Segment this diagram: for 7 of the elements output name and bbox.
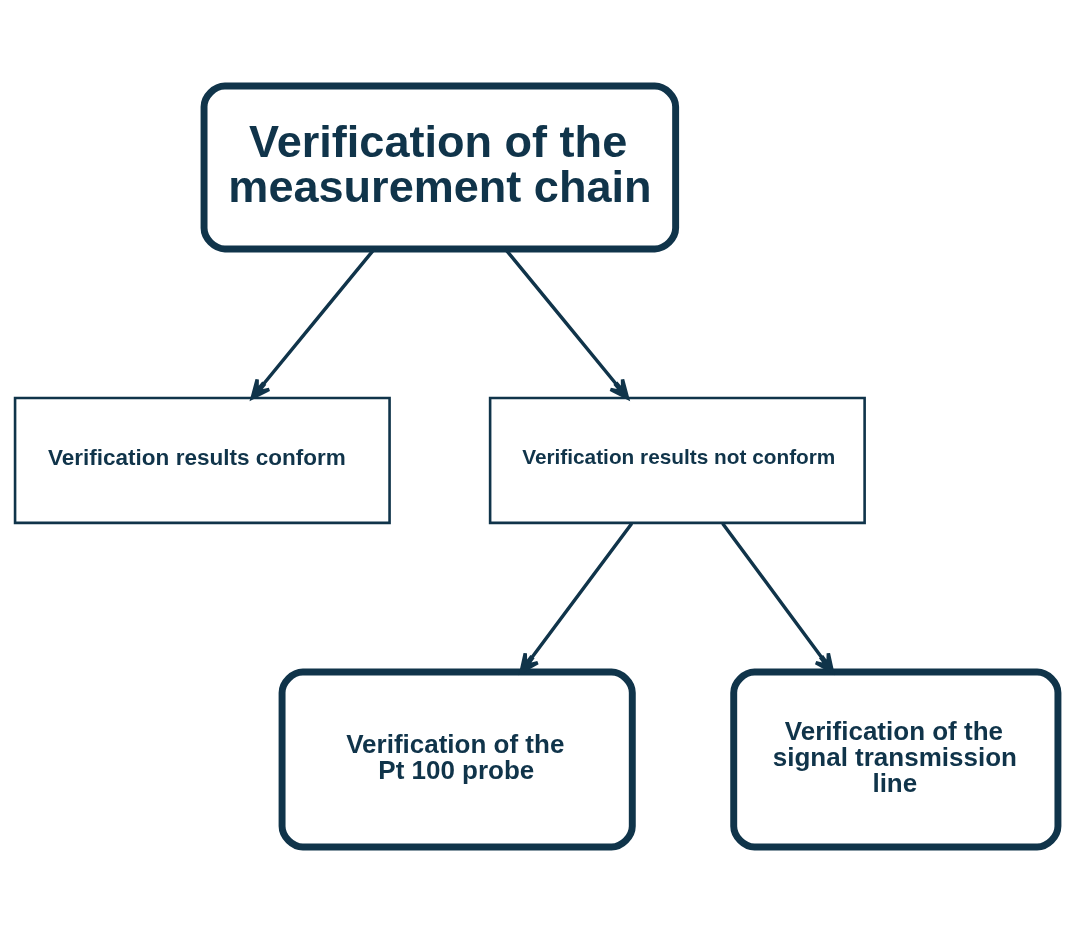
node-box: Verification of the measurement chain xyxy=(200,81,680,252)
node-box: Verification of the signal transmission line xyxy=(730,668,1062,851)
node-box: Verification results not conform xyxy=(488,396,866,524)
node-box: Verification results conform xyxy=(13,396,391,524)
arrow xyxy=(519,521,634,674)
node-box: Verification of the Pt 100 probe xyxy=(278,668,636,851)
arrow xyxy=(721,521,835,674)
